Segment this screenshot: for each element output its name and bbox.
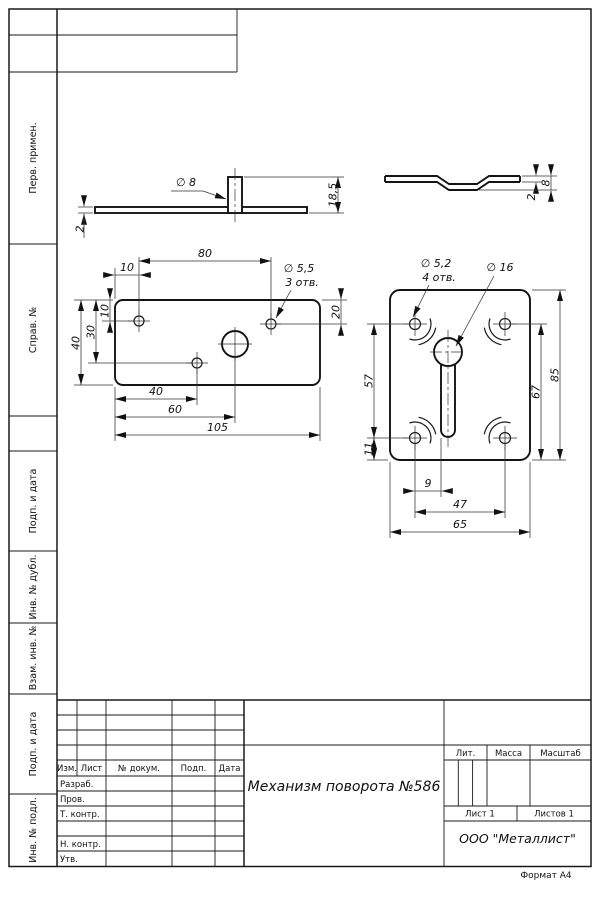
strip-label-perv-primen: Перв. примен. bbox=[28, 122, 39, 193]
tb-scale-label: Масштаб bbox=[540, 749, 580, 759]
dim-60-bottom: 60 bbox=[115, 358, 236, 423]
dim-text-57: 57 bbox=[363, 374, 376, 388]
bracket-bottom-contour bbox=[385, 181, 520, 191]
dim-10-left: 10 bbox=[74, 288, 134, 333]
plate-outline bbox=[114, 299, 321, 386]
dim-text-85: 85 bbox=[549, 368, 562, 382]
tb-row-nkontr: Н. контр. bbox=[60, 840, 101, 850]
dim-text-11: 11 bbox=[363, 442, 376, 456]
note-3-holes: ∅ 5,5 3 отв. bbox=[275, 262, 319, 319]
strip-label-podp-data-1: Подп. и дата bbox=[28, 469, 39, 534]
strip-label-inv-dubl: Инв. № дубл. bbox=[28, 555, 39, 620]
dim-30-left: 30 bbox=[85, 300, 191, 364]
tb-header-dokum: № докум. bbox=[118, 764, 160, 774]
company-name: ООО "Металлист" bbox=[459, 831, 576, 846]
dim-9-bottom: 9 bbox=[403, 438, 453, 518]
note-4-holes: ∅ 5,2 4 отв. bbox=[412, 257, 456, 318]
dim-bracket-height-8: 8 bbox=[479, 164, 557, 202]
strip-label-podp-data-2: Подп. и дата bbox=[28, 712, 39, 777]
dim-text-40-left: 40 bbox=[70, 336, 83, 350]
note-text-3-otv: 3 отв. bbox=[285, 276, 319, 289]
dim-text-40-bottom: 40 bbox=[149, 385, 163, 398]
note-text-d5-5: ∅ 5,5 bbox=[284, 262, 315, 275]
corner-hole-tl bbox=[403, 312, 437, 346]
title-block: Изм. Лист № докум. Подп. Дата Разраб. Пр… bbox=[57, 699, 591, 866]
dim-text-65: 65 bbox=[453, 518, 467, 531]
dim-text-d8: ∅ 8 bbox=[176, 176, 196, 189]
center-hole-and-slot bbox=[430, 330, 466, 447]
dim-text-2b: 2 bbox=[525, 194, 538, 201]
bracket-outline bbox=[389, 289, 531, 461]
note-text-d5-2: ∅ 5,2 bbox=[421, 257, 452, 270]
strip-label-inv-podl: Инв. № подл. bbox=[28, 797, 39, 863]
dim-text-2a: 2 bbox=[74, 226, 87, 233]
dim-57-left: 57 bbox=[363, 323, 410, 439]
tb-header-data: Дата bbox=[218, 764, 240, 774]
format-label: Формат А4 bbox=[520, 871, 572, 881]
dim-pin-diameter: ∅ 8 bbox=[171, 176, 227, 200]
view-side-plate-with-pin: ∅ 8 18,5 2 bbox=[74, 168, 344, 238]
note-d16: ∅ 16 bbox=[455, 261, 514, 347]
left-strip-dividers bbox=[9, 243, 57, 795]
corner-hole-bl bbox=[403, 416, 437, 450]
tb-row-utv: Утв. bbox=[60, 855, 78, 865]
dim-47-bottom: 47 bbox=[415, 444, 506, 518]
dim-text-47: 47 bbox=[453, 498, 467, 511]
tb-sheet-value: Лист 1 bbox=[465, 810, 495, 820]
dim-80: 80 bbox=[138, 247, 272, 318]
strip-label-sprav-no: Справ. № bbox=[28, 307, 39, 353]
tb-row-prov: Пров. bbox=[60, 795, 85, 805]
corner-hole-tr bbox=[483, 312, 517, 346]
dim-10-top: 10 bbox=[103, 261, 151, 299]
dim-thickness-2: 2 bbox=[74, 195, 93, 238]
view-side-bracket: 2 8 bbox=[384, 164, 557, 202]
dim-105-bottom: 105 bbox=[115, 387, 321, 441]
dim-text-10-left: 10 bbox=[99, 304, 112, 318]
note-text-4-otv: 4 отв. bbox=[422, 271, 456, 284]
bracket-top-contour bbox=[385, 175, 520, 185]
dim-67-right: 67 bbox=[510, 323, 566, 461]
view-front-bracket: ∅ 5,2 4 отв. ∅ 16 57 11 67 85 bbox=[363, 257, 566, 538]
dim-text-80: 80 bbox=[198, 247, 212, 260]
dim-text-60: 60 bbox=[168, 403, 182, 416]
dim-40-bottom: 40 bbox=[114, 369, 198, 441]
dim-20-right: 20 bbox=[276, 288, 347, 336]
strip-label-vzam-inv: Взам. инв. № bbox=[28, 626, 39, 691]
dim-text-10-top: 10 bbox=[120, 261, 134, 274]
sheet-frame bbox=[8, 8, 592, 868]
center-bore bbox=[218, 327, 252, 361]
dim-text-18-5: 18,5 bbox=[327, 183, 340, 208]
tb-row-razrab: Разраб. bbox=[60, 780, 93, 790]
dim-bracket-thickness-2: 2 bbox=[522, 164, 557, 201]
left-margin-strip: Перв. примен. Справ. № Подп. и дата Инв.… bbox=[9, 122, 57, 863]
dim-text-30: 30 bbox=[85, 325, 98, 339]
tb-lit-label: Лит. bbox=[456, 749, 476, 759]
dim-height-18-5: 18,5 bbox=[244, 176, 344, 214]
dim-text-105: 105 bbox=[207, 421, 228, 434]
tb-row-tkontr: Т. контр. bbox=[59, 810, 100, 820]
plate-side-outline bbox=[94, 206, 308, 214]
tb-header-izm: Изм. bbox=[57, 764, 77, 774]
view-front-plate: 80 10 10 30 40 bbox=[70, 247, 347, 441]
note-text-d16: ∅ 16 bbox=[486, 261, 513, 274]
dim-text-8: 8 bbox=[540, 180, 553, 187]
tb-header-podp: Подп. bbox=[181, 764, 207, 774]
dim-text-20: 20 bbox=[330, 305, 343, 319]
tb-sheets-value: Листов 1 bbox=[534, 810, 574, 820]
dim-11-left: 11 bbox=[363, 438, 388, 461]
dim-40-left: 40 bbox=[70, 300, 113, 386]
tb-mass-label: Масса bbox=[495, 749, 522, 759]
dim-85-right: 85 bbox=[532, 289, 566, 460]
dim-text-9: 9 bbox=[425, 477, 432, 490]
title-block-grid bbox=[57, 699, 591, 866]
corner-hole-br bbox=[483, 416, 517, 450]
dim-65-bottom: 65 bbox=[389, 462, 531, 538]
drawing-title: Механизм поворота №586 bbox=[248, 779, 441, 795]
dim-text-67: 67 bbox=[530, 385, 543, 399]
tb-header-list: Лист bbox=[81, 764, 103, 774]
